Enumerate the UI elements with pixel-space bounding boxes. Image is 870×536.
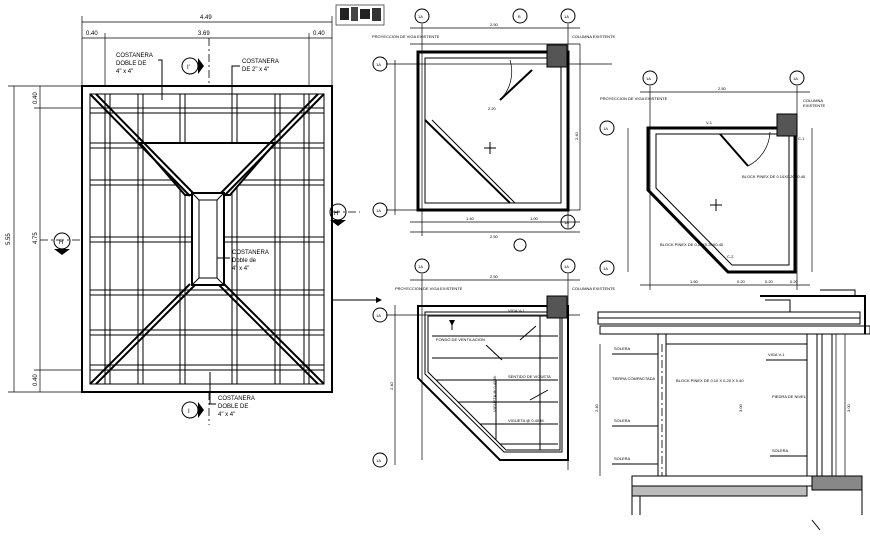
section-mark-right: H' <box>334 211 339 217</box>
plan-b-dim-bottom-c: 0.20 <box>765 279 774 284</box>
section-mark-left: H <box>59 240 63 246</box>
plan-b-axis-4: 1A <box>603 266 608 271</box>
plan-b-label-c2: C-2 <box>727 254 734 259</box>
plan-a-axis-2: B <box>518 14 521 19</box>
plan-c-dim-top: 2.50 <box>490 274 499 279</box>
roof-dim-top-left: 0.40 <box>86 31 98 37</box>
plan-a-dim-inner: 2.20 <box>488 106 497 111</box>
plan-c-label-vigueta: VIGUETA @ 0.40 M. <box>508 418 545 423</box>
section-label-solera-1: SOLERA <box>614 346 631 351</box>
plan-c-axis-2: 1A <box>564 264 569 269</box>
plan-b-axis-3: 1A <box>603 126 608 131</box>
building-section: 2.40 3.00 3.00 BLOCK PINEX DE 0.10 X 0.2… <box>594 289 870 531</box>
plan-a-axis-3: 1A <box>564 14 569 19</box>
roof-dim-left-top: 0.40 <box>33 92 39 104</box>
section-label-viga: VIGA V-1 <box>768 352 785 357</box>
plan-a-axis-4: 1A <box>376 62 381 67</box>
roof-note-tr-1: COSTANERA <box>242 59 279 65</box>
section-label-solera-2: SOLERA <box>614 418 631 423</box>
plan-c-label-sentido: SENTIDO DE VIGUETA <box>508 374 551 379</box>
plan-b-dim-top: 2.50 <box>718 86 727 91</box>
plan-a-dim-bottom-a: 1.40 <box>466 216 475 221</box>
plan-b-label-block-2: BLOCK PINEX DE 0.10X0.20X0.40 <box>660 242 724 247</box>
section-mark-top: I' <box>187 65 190 71</box>
plan-a-dim-bottom: 2.50 <box>490 234 499 239</box>
plan-b-note-top: PROYECCION DE VIGA EXISTENTE <box>600 96 668 101</box>
plan-c-dim-left: 2.40 <box>389 381 394 390</box>
plan-c-note-right: COLUMNA EXISTENTE <box>572 286 615 291</box>
roof-dim-top-mid: 3.69 <box>198 31 210 37</box>
roof-note-tr-2: DE 2" x 4" <box>242 67 269 73</box>
section-label-solera-4: SOLERA <box>614 456 631 461</box>
plan-a-axis-6: 1A <box>564 220 569 225</box>
plan-b-note-right-1: COLUMNA <box>803 98 823 103</box>
plan-b-label-c1: C-1 <box>798 136 805 141</box>
roof-note-c-3: 4" x 4" <box>232 266 249 272</box>
roof-note-tl-2: DOBLE DE <box>116 61 146 67</box>
plan-a-dim-top: 2.50 <box>490 22 499 27</box>
plan-a-dim-bottom-b: 1.00 <box>530 216 539 221</box>
roof-note-tl-1: COSTANERA <box>116 53 153 59</box>
plan-b-axis-1: 1A <box>646 76 651 81</box>
plan-a-note-top: PROYECCION DE VIGA EXISTENTE <box>372 34 440 39</box>
roof-dim-left-mid: 4.75 <box>33 232 39 244</box>
section-mark-bottom: I <box>188 409 190 415</box>
floor-plan-b: 1A 1A 1A 1A 2.50 PROYECCION DE VIGA EXIS… <box>599 70 826 290</box>
section-dim-c: 3.00 <box>846 403 851 412</box>
plan-b-dim-bottom-b: 0.20 <box>737 279 746 284</box>
section-label-piedra: PIEDRA DE NIVEL <box>772 394 807 399</box>
plan-a-axis-1: 1A <box>418 14 423 19</box>
roof-framing-plan: 4.49 0.40 3.69 0.40 5.55 0.40 4.75 0.40 <box>6 15 360 425</box>
roof-dim-top-right: 0.40 <box>313 31 325 37</box>
plan-c-note-top: PROYECCION DE VIGA EXISTENTE <box>395 286 463 291</box>
section-label-tierra: TIERRA COMPACTADA <box>612 376 656 381</box>
plan-b-dim-bottom-d: 0.20 <box>790 279 799 284</box>
plan-c-label-vigueta-2: VIGUETA @ 0.40 M. <box>492 375 497 412</box>
roof-note-tl-3: 4" x 4" <box>116 69 133 75</box>
plan-c-label-fondo: FONDO DE VENTILACION <box>436 337 485 342</box>
plan-a-axis-5: 1A <box>376 208 381 213</box>
section-label-solera-3: SOLERA <box>772 448 789 453</box>
roof-dim-top-total: 4.49 <box>200 15 212 21</box>
plan-c-axis-1: 1A <box>418 264 423 269</box>
plan-b-label-v: V-1 <box>706 120 713 125</box>
section-label-block: BLOCK PINEX DE 0.10 X 0.20 X 0.40 <box>676 378 744 383</box>
plan-c-label-viga: VIGA V-1 <box>508 308 525 313</box>
plan-c-axis-3: 1A <box>376 313 381 318</box>
section-dim-a: 2.40 <box>594 403 599 412</box>
plan-a-dim-right: 2.40 <box>574 131 579 140</box>
roof-note-c-1: COSTANERA <box>232 250 269 256</box>
roof-note-b-3: 4" x 4" <box>218 412 235 418</box>
roof-note-b-1: COSTANERA <box>218 396 255 402</box>
plan-a-note-right: COLUMNA EXISTENTE <box>572 34 615 39</box>
plan-b-label-block: BLOCK PINEX DE 0.10X0.20X0.40 <box>742 174 806 179</box>
title-logo-icon <box>335 4 385 26</box>
section-dim-b: 3.00 <box>738 403 743 412</box>
roof-dim-left-total: 5.55 <box>6 233 12 245</box>
plan-c-axis-4: 1A <box>376 458 381 463</box>
roof-slab-plan-c: 1A 1A 1A 1A 2.50 2.40 PROYECCION DE VIGA… <box>372 258 615 470</box>
roof-note-c-2: Doble de <box>232 258 257 264</box>
plan-b-dim-bottom-a: 1.60 <box>690 279 699 284</box>
plan-b-axis-2: 1A <box>793 76 798 81</box>
roof-dim-left-bottom: 0.40 <box>33 374 39 386</box>
roof-note-b-2: DOBLE DE <box>218 404 248 410</box>
plan-b-note-right-2: EXISTENTE <box>803 103 826 108</box>
floor-plan-a: 1A B 1A 1A 1A 1A 2.50 2.20 2.40 <box>372 8 615 252</box>
